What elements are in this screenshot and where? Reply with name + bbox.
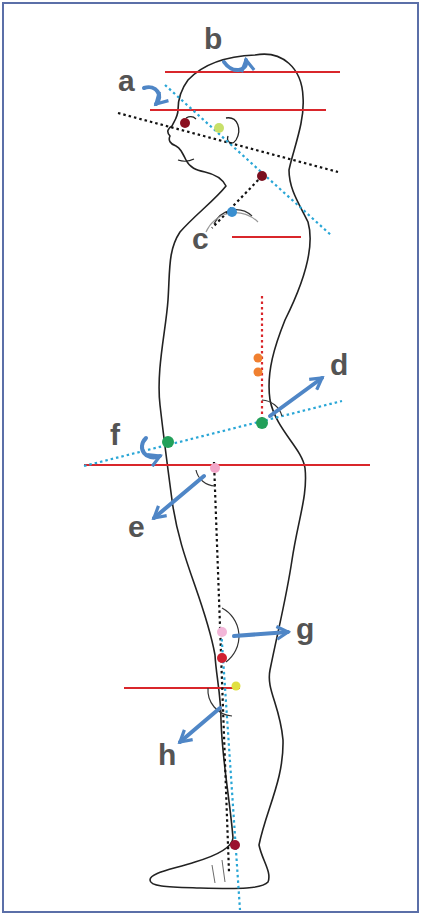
reference-dotted-lines — [84, 85, 342, 910]
horizontal-lines — [84, 72, 370, 688]
angle-letter: a — [118, 66, 135, 96]
toes — [212, 860, 225, 883]
angle-arcs — [196, 210, 282, 716]
angle-letter: h — [158, 740, 176, 770]
mouth — [178, 159, 194, 161]
landmark-dots — [162, 118, 268, 850]
body-outline — [150, 54, 310, 888]
angle-letter: b — [204, 24, 222, 54]
callout-arrows — [142, 60, 322, 742]
frame — [3, 3, 418, 912]
angle-letter: c — [192, 224, 209, 254]
angle-letter: f — [110, 420, 120, 450]
angle-letter: e — [128, 512, 145, 542]
angle-letter: d — [330, 350, 348, 380]
ear — [226, 118, 239, 143]
angle-letter: g — [296, 614, 314, 644]
